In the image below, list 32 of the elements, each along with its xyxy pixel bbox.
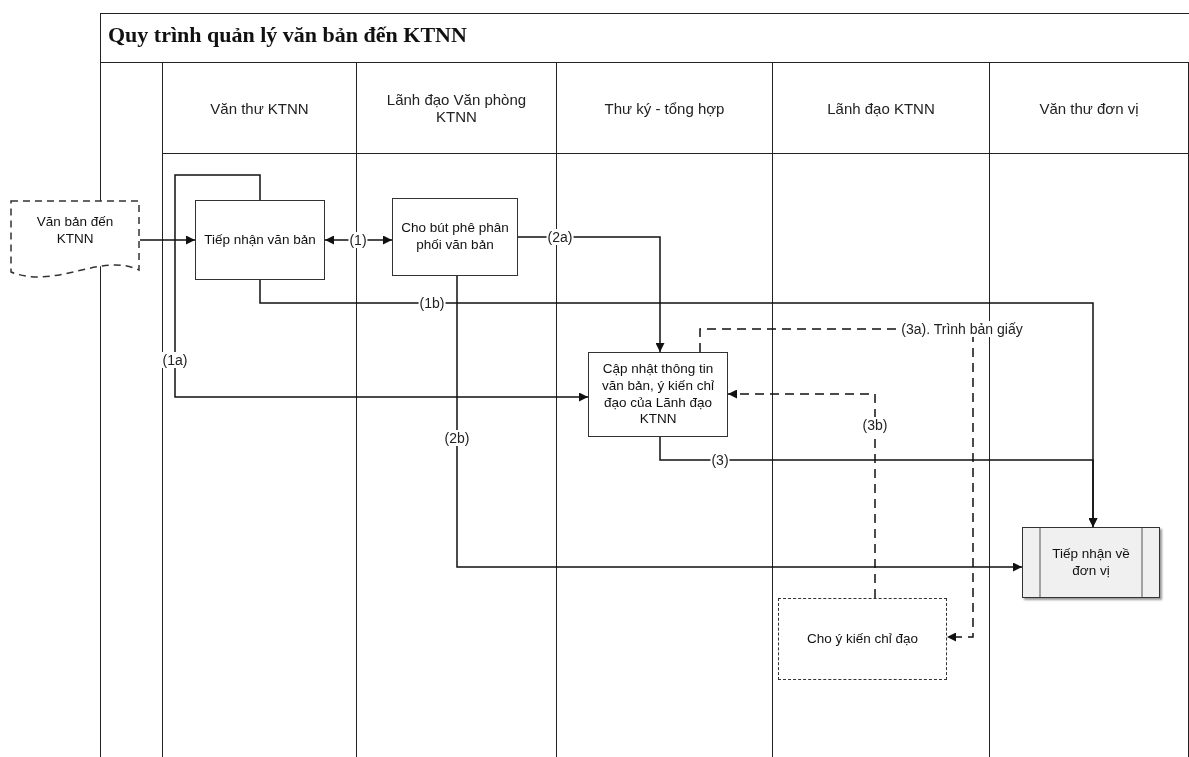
process-box	[588, 352, 728, 437]
edge-label: (1a)	[161, 352, 189, 368]
lane-heading: Lãnh đạo KTNN	[826, 98, 936, 119]
node-label: Cho ý kiến chỉ đạo	[806, 630, 919, 648]
edge-label: (1)	[348, 232, 368, 248]
edge-label: (3b)	[861, 417, 889, 433]
connector-arrow	[456, 275, 1023, 572]
lane-heading: Văn thư đơn vị	[1038, 98, 1140, 119]
connector-arrow	[517, 236, 665, 353]
process-box	[392, 198, 518, 276]
connector-arrow	[727, 389, 876, 599]
connector-arrow	[139, 235, 196, 245]
node-label: Cập nhật thông tin văn bản, ý kiến chỉ đạo của Lãnh đạo KTNN	[601, 360, 715, 429]
edge-label: (2a)	[546, 229, 574, 245]
edge-label: (2b)	[443, 430, 471, 446]
lane-heading: Lãnh đạo Văn phòng KTNN	[385, 90, 528, 127]
connector-arrow	[174, 174, 589, 402]
lane-heading: Thư ký - tổng hợp	[603, 98, 726, 119]
node-label: Văn bản đến KTNN	[35, 214, 115, 248]
subprocess-box	[1022, 527, 1160, 598]
node-label: Tiếp nhận văn bản	[204, 231, 316, 249]
node-label: Cho bút phê phân phối văn bản	[400, 220, 510, 254]
connector-arrow	[699, 328, 974, 642]
node-label: Tiếp nhận về đơn vị	[1051, 545, 1131, 580]
edge-label: (3)	[710, 452, 730, 468]
connector-arrow	[659, 436, 1098, 528]
lane-heading: Văn thư KTNN	[209, 98, 310, 119]
diagram-title: Quy trình quản lý văn bản đến KTNN	[108, 22, 467, 48]
process-box	[195, 200, 325, 280]
edge-label: (3a). Trình bản giấy	[900, 321, 1024, 337]
process-box	[778, 598, 947, 680]
edge-label: (1b)	[418, 295, 446, 311]
